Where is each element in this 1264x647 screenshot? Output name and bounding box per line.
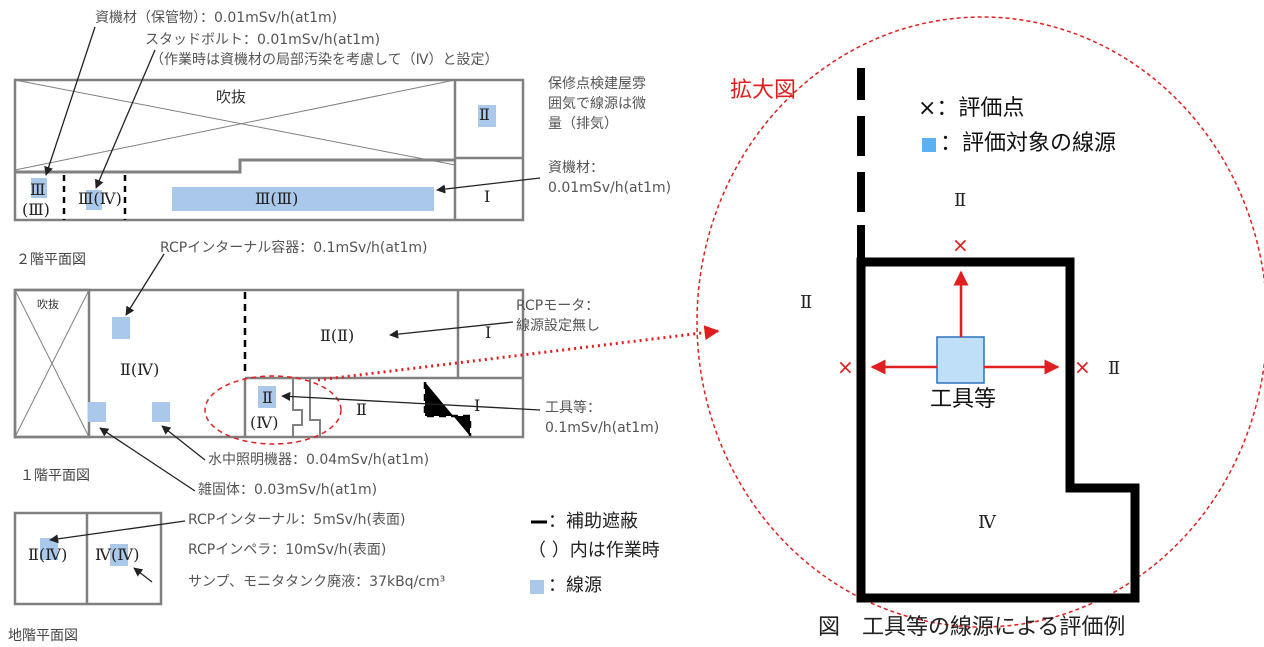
zone-1f-z2: Ⅱ(Ⅱ) [320, 326, 355, 345]
zone-1f-z7: Ⅰ [474, 396, 481, 415]
note-tools-1: 工具等： [545, 400, 601, 416]
zoom-legend-eval-source: ：評価対象の線源 [940, 131, 1117, 156]
note-rcp-internal: RCPインターナル：5mSv/h(表面) [188, 512, 406, 528]
note-rcp-motor-2: 線源設定無し [516, 318, 600, 334]
zoom-tools-source [936, 336, 985, 384]
source-2f-c [172, 187, 434, 211]
legend-paren: （ ）内は作業時 [528, 540, 660, 561]
zoom-legend-source-swatch [922, 138, 936, 152]
zoom-zone-top: Ⅱ [954, 190, 967, 211]
source-2f-b [86, 190, 102, 210]
eval-mark-right: × [1074, 355, 1091, 379]
label-fukinuke-1f: 吹抜 [37, 298, 59, 311]
zone-2f-z2: Ⅲ [30, 180, 46, 199]
source-1f-b [88, 402, 106, 422]
leader-arrows [44, 26, 541, 583]
note-rcp-impeller: RCPインペラ：10mSv/h(表面) [188, 542, 387, 558]
zoom-circle [696, 16, 1264, 628]
zone-1f-z1: Ⅱ(Ⅳ) [120, 360, 160, 379]
zoom-room-wall [856, 257, 1140, 603]
legend-source: ：線源 [548, 575, 602, 596]
source-2f-a [31, 178, 47, 198]
legend-shield: ：補助遮蔽 [548, 511, 638, 532]
zoom-zone-left: Ⅱ [800, 292, 813, 313]
eval-mark-top: × [952, 233, 969, 257]
label-fukinuke-2f: 吹抜 [216, 88, 247, 106]
note-maintenance-bldg-3: 量（排気） [548, 116, 618, 132]
zoom-legend-eval-point: ×：評価点 [918, 96, 1025, 121]
zone-b1-z2: Ⅳ(Ⅳ) [95, 545, 140, 564]
floor2-shield-lines [62, 175, 127, 220]
zone-2f-z1: Ⅱ [479, 105, 490, 124]
note-materials-1: 資機材： [548, 160, 604, 176]
zoom-tools-label: 工具等 [930, 387, 997, 412]
zoom-label: 拡大図 [730, 78, 797, 103]
note-maintenance-bldg-1: 保修点検建屋雰 [548, 76, 646, 92]
legend-source-swatch [530, 580, 544, 594]
source-1f-a [112, 317, 130, 339]
zone-b1-z1: Ⅱ(Ⅳ) [28, 545, 68, 564]
source-1f-c [152, 402, 170, 422]
zone-1f-z6: Ⅱ [356, 400, 367, 419]
eval-mark-left: × [837, 355, 854, 379]
note-rcp-internal-container: RCPインターナル容器：0.1mSv/h(at1m) [160, 240, 428, 256]
note-stud-bolt-work: （作業時は資機材の局部汚染を考慮して（Ⅳ）と設定） [150, 52, 499, 68]
zone-1f-z4: Ⅱ [262, 388, 273, 407]
source-b1-b [110, 544, 128, 566]
zoom-zone-bottom: Ⅳ [978, 512, 996, 533]
floor1-shield-lines [243, 292, 472, 436]
note-stud-bolt: スタッドボルト：0.01mSv/h(at1m) [145, 32, 381, 48]
caption-floor1: １階平面図 [20, 468, 90, 484]
zone-2f-z5: Ⅲ(Ⅲ) [255, 189, 299, 208]
note-maintenance-bldg-2: 囲気で線源は微 [548, 96, 646, 112]
zone-1f-z5: (Ⅳ) [250, 413, 279, 432]
zoom-link-dotted [317, 325, 720, 382]
zone-2f-z3: (Ⅲ) [22, 200, 50, 219]
note-underwater-light: 水中照明機器：0.04mSv/h(at1m) [208, 452, 430, 468]
zoom-eval-arrows [870, 270, 1060, 375]
zone-2f-z4: Ⅲ(Ⅳ) [78, 189, 122, 208]
caption-floor2: ２階平面図 [16, 252, 86, 268]
floor2-plan [13, 78, 525, 222]
note-misc-solid: 雑固体：0.03mSv/h(at1m) [198, 482, 378, 498]
zone-1f-z3: Ⅰ [485, 323, 492, 342]
source-1f-tools [258, 386, 276, 408]
note-sump-tank: サンプ、モニタタンク廃液：37kBq/cm³ [188, 574, 446, 590]
zone-2f-z6: Ⅰ [484, 187, 491, 206]
caption-floorb1: 地階平面図 [8, 628, 78, 644]
floorb1-plan [13, 511, 163, 606]
tools-highlight-ellipse [204, 375, 342, 445]
source-b1-a [40, 538, 58, 560]
note-materials-2: 0.01mSv/h(at1m) [548, 180, 672, 196]
zoom-zone-right: Ⅱ [1108, 358, 1121, 379]
source-2f-d [478, 105, 496, 127]
note-rcp-motor-1: RCPモータ： [516, 298, 600, 314]
note-materials-storage: 資機材（保管物）：0.01mSv/h(at1m) [95, 10, 338, 26]
note-tools-2: 0.1mSv/h(at1m) [545, 420, 660, 436]
main-caption: 図 工具等の線源による評価例 [818, 615, 1126, 640]
